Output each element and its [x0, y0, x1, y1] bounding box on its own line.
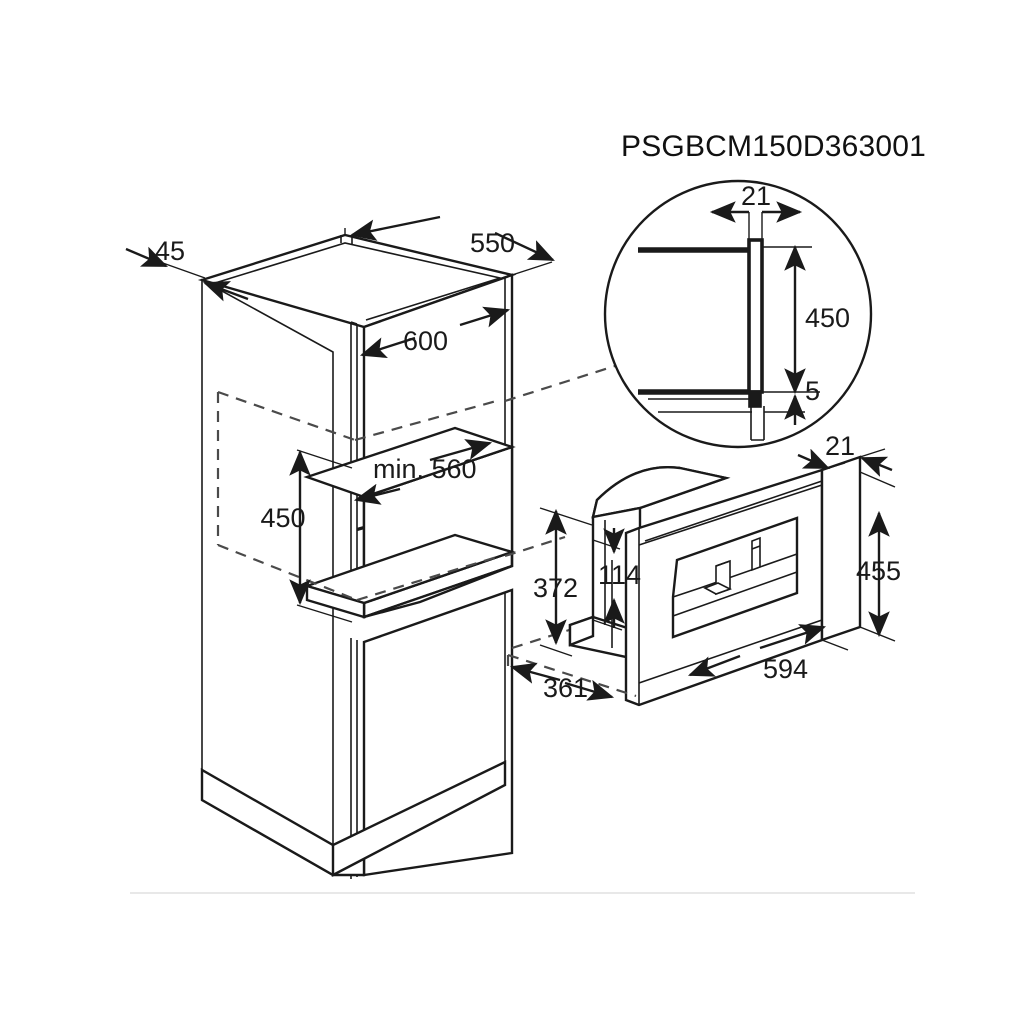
machine-right-side [820, 455, 862, 642]
hidden-niche-top-rear [217, 390, 356, 442]
machine-recess-ledge [672, 571, 798, 617]
machine-steam-wand [751, 536, 761, 572]
dim-machine-114: 114 [598, 560, 641, 590]
dim-machine-455: 455 [856, 556, 901, 586]
dim-600-arrow2 [359, 336, 416, 359]
dim-cabinet-450: 450 [260, 503, 305, 533]
machine-dispensing-recess [671, 516, 799, 639]
dim-machine-372: 372 [533, 573, 578, 603]
drawing-title: PSGBCM150D363001 [621, 130, 926, 163]
cabinet-dimension-group: 45 550 600 min. 560 450 [125, 215, 555, 623]
machine-fascia-bottom-rail [638, 619, 823, 684]
dim-machine-361: 361 [543, 673, 588, 703]
dim-cabinet-600: 600 [403, 326, 448, 356]
detail-foot-block [748, 390, 762, 408]
machine-fascia-top-rail [638, 484, 823, 546]
hidden-niche-top-right [354, 398, 501, 442]
hidden-niche-bottom-rear [217, 543, 358, 602]
dim-cabinet-550: 550 [470, 228, 515, 258]
ext-372-top [539, 507, 593, 526]
machine-recess-inner-shelf [672, 553, 798, 598]
dim-594-arrow2 [687, 654, 741, 677]
projection-line-mid [504, 535, 566, 558]
ext-372-bot [539, 644, 573, 657]
cabinet-lower-front-face [362, 588, 514, 877]
dim-detail-5: 5 [805, 376, 820, 406]
hidden-361-base [507, 653, 637, 698]
cabinet-stile-cap-top [350, 321, 358, 325]
ext-455-bot [859, 626, 896, 642]
cabinet-plinth-front [331, 760, 507, 877]
dim-m21-arrow2 [859, 456, 893, 477]
machine-wand-ring [751, 545, 761, 550]
machine-fascia-thickness [625, 528, 640, 705]
dim-45-arrow2 [202, 281, 249, 302]
machine-top-face [591, 466, 731, 519]
dim-machine-21: 21 [825, 431, 855, 461]
machine-spout-top [715, 560, 731, 567]
ext-455-top [859, 471, 896, 488]
dim-550-arrow2 [494, 231, 555, 262]
niche-shelf-slab-top [303, 426, 516, 499]
ext-114-bot [592, 619, 623, 631]
hidden-niche-bottom-right [356, 554, 501, 602]
dim-600-arrow1 [459, 306, 511, 328]
dim-594-arrow1 [759, 624, 827, 650]
ext-m21-b [859, 448, 886, 458]
coffee-machine-assembly [568, 455, 862, 707]
detail-circle-group: 21 450 5 [603, 179, 873, 449]
dim-560-arrow1 [429, 439, 493, 462]
dim-detail-21: 21 [741, 181, 771, 211]
dim-cabinet-min560: min. 560 [373, 454, 477, 484]
dim-m21-arrow1 [797, 448, 830, 470]
dim-550-arrow1 [349, 215, 441, 241]
dim-machine-594: 594 [763, 654, 808, 684]
dim-detail-450: 450 [805, 303, 850, 333]
dim-cabinet-45: 45 [155, 236, 185, 266]
machine-drip-shelf-left [568, 615, 595, 647]
machine-spout-base [703, 582, 733, 595]
dim-560-arrow2 [353, 483, 401, 505]
machine-dimension-group: 21 455 594 372 114 [506, 431, 901, 703]
cabinet-assembly [197, 233, 641, 879]
ext-594-a [821, 639, 849, 651]
dim-361-arrow2 [564, 679, 615, 701]
niche-shelf-slab-bottom-front [363, 552, 514, 619]
cabinet-top-inner-rim [214, 242, 504, 321]
dim-361-arrow1 [509, 662, 561, 684]
machine-fascia-top-cap [625, 527, 640, 534]
machine-recess-top [676, 517, 798, 561]
machine-fascia-top-rail2 [644, 480, 823, 542]
ext-450-bot [296, 604, 353, 623]
ext-550-b [511, 261, 553, 276]
dim-45-arrow1 [125, 246, 168, 268]
detail-trim-strip [747, 238, 764, 394]
